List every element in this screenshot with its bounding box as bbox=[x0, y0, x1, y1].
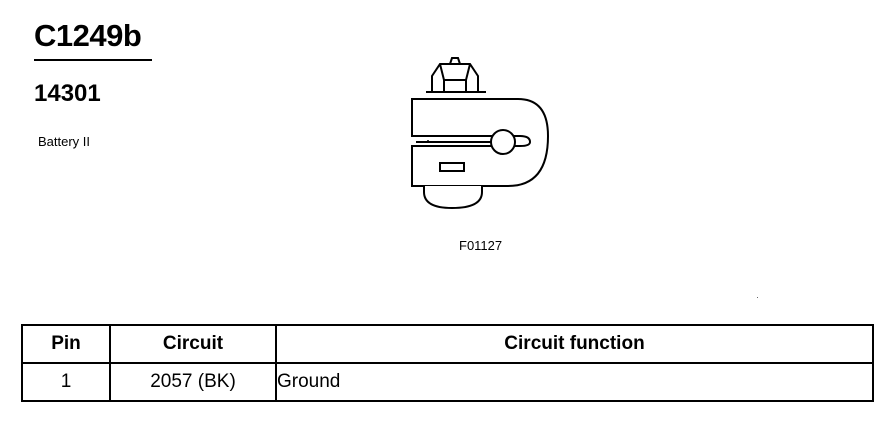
figure-code: F01127 bbox=[459, 238, 503, 253]
header-pin: Pin bbox=[21, 324, 111, 364]
battery-terminal-connector-icon bbox=[411, 57, 550, 210]
connector-description: Battery II bbox=[38, 134, 91, 149]
connector-id-underline bbox=[34, 59, 152, 61]
part-number: 14301 bbox=[34, 80, 101, 107]
header-circuit-function: Circuit function bbox=[275, 324, 874, 364]
header-circuit: Circuit bbox=[109, 324, 277, 364]
pin-table: Pin Circuit Circuit function 1 2057 (BK)… bbox=[21, 324, 874, 402]
cell-circuit: 2057 (BK) bbox=[109, 362, 277, 402]
connector-id: C1249b bbox=[34, 18, 142, 53]
cell-pin: 1 bbox=[21, 362, 111, 402]
speck bbox=[757, 297, 758, 298]
table-header-row: Pin Circuit Circuit function bbox=[21, 324, 874, 364]
cell-circuit-function: Ground bbox=[275, 362, 874, 402]
table-row: 1 2057 (BK) Ground bbox=[21, 362, 874, 402]
